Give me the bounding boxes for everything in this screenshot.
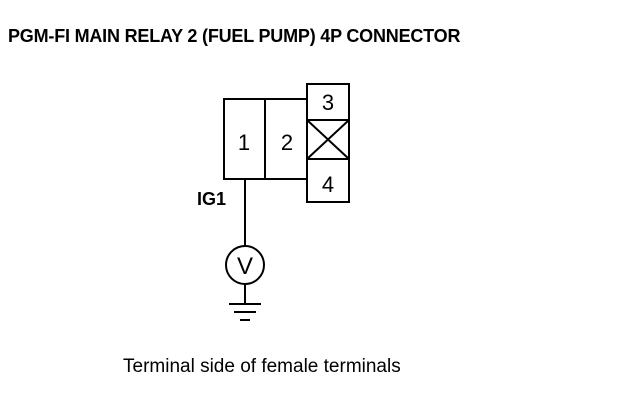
terminal-3-label: 3 — [322, 90, 334, 115]
connector-housing — [223, 83, 350, 203]
terminal-2-label: 2 — [281, 130, 293, 155]
unused-cavity-cross — [306, 119, 350, 160]
terminal-4-cell — [306, 158, 350, 203]
diagram-title: PGM-FI MAIN RELAY 2 (FUEL PUMP) 4P CONNE… — [8, 26, 461, 46]
terminal-1-label: 1 — [238, 130, 250, 155]
diagram-caption: Terminal side of female terminals — [123, 356, 401, 377]
ground-icon — [229, 303, 261, 321]
ig1-label: IG1 — [197, 189, 226, 209]
voltmeter-icon: V — [225, 245, 265, 285]
terminal-4-label: 4 — [322, 172, 334, 197]
voltmeter-symbol: V — [237, 253, 253, 280]
